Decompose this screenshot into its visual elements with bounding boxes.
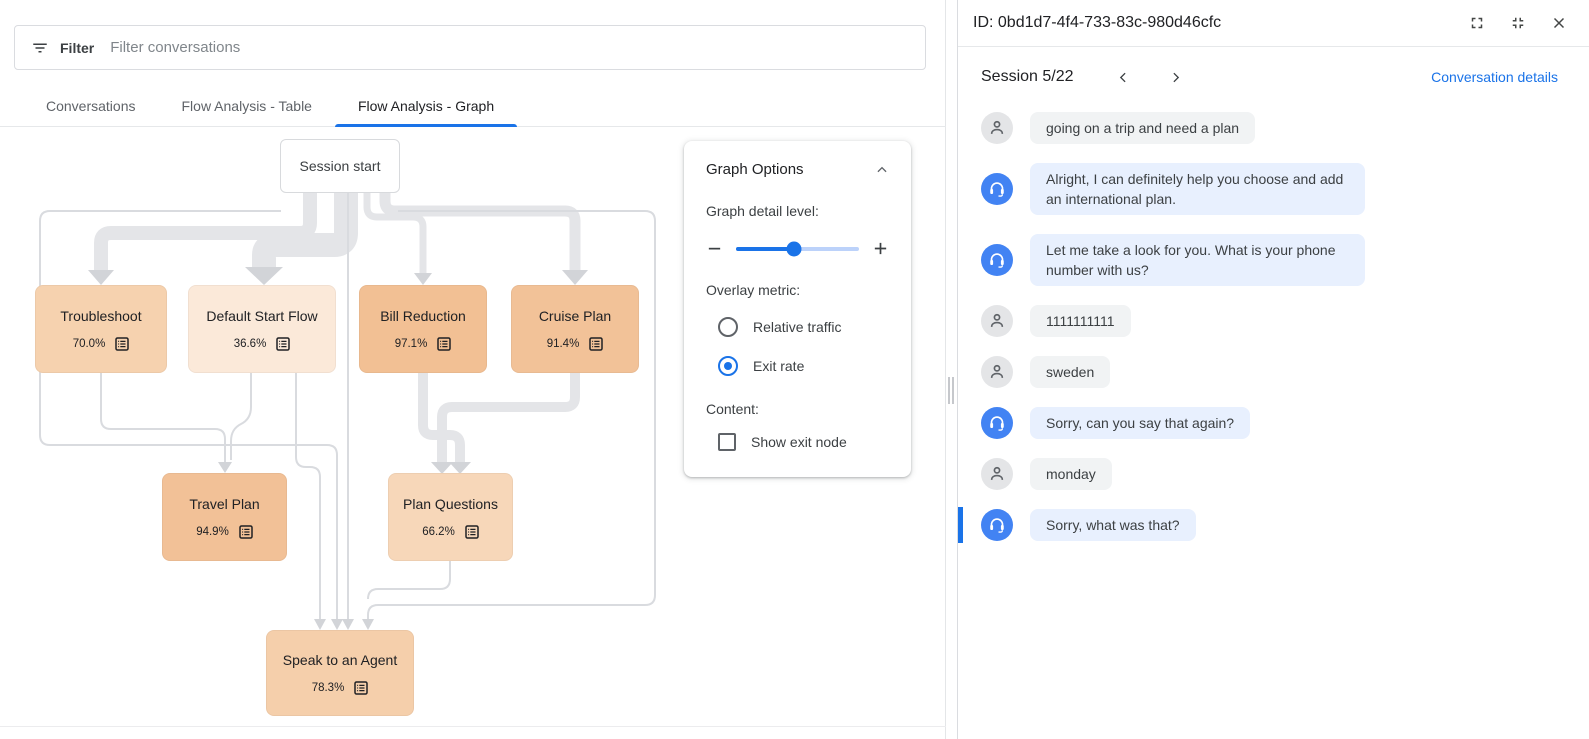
node-details-icon[interactable] bbox=[239, 524, 253, 539]
node-label: Troubleshoot bbox=[60, 307, 142, 324]
node-details-icon[interactable] bbox=[115, 336, 130, 351]
chat-message: Let me take a look for you. What is your… bbox=[981, 234, 1565, 286]
content-label: Content: bbox=[706, 401, 759, 417]
node-label: Travel Plan bbox=[189, 495, 260, 512]
previous-session-icon[interactable] bbox=[1117, 71, 1130, 84]
message-bubble: going on a trip and need a plan bbox=[1030, 112, 1256, 144]
flow-node-bill-reduction[interactable]: Bill Reduction 97.1% bbox=[359, 285, 487, 373]
graph-options-title: Graph Options bbox=[706, 161, 804, 178]
flow-node-troubleshoot[interactable]: Troubleshoot 70.0% bbox=[35, 285, 167, 373]
checkbox-icon[interactable] bbox=[718, 433, 736, 451]
show-exit-node-checkbox[interactable]: Show exit node bbox=[706, 433, 889, 451]
tab-bar: Conversations Flow Analysis - Table Flow… bbox=[0, 86, 946, 127]
next-session-icon[interactable] bbox=[1169, 71, 1182, 84]
flow-graph-canvas: Session start Troubleshoot 70.0% Default S… bbox=[0, 127, 946, 739]
filter-conversations-input[interactable] bbox=[108, 38, 909, 57]
flow-node-cruise-plan[interactable]: Cruise Plan 91.4% bbox=[511, 285, 639, 373]
bot-headset-icon bbox=[981, 244, 1013, 276]
node-exit-rate: 94.9% bbox=[196, 525, 229, 538]
node-exit-rate: 36.6% bbox=[233, 337, 267, 350]
message-bubble: sweden bbox=[1030, 356, 1111, 388]
chat-message: Sorry, can you say that again? bbox=[981, 407, 1565, 439]
graph-detail-label: Graph detail level: bbox=[706, 203, 819, 219]
collapse-chevron-icon[interactable] bbox=[875, 163, 889, 177]
filter-label: Filter bbox=[60, 39, 95, 56]
bot-headset-icon bbox=[981, 509, 1013, 541]
bot-headset-icon bbox=[981, 173, 1013, 205]
message-bubble: Sorry, can you say that again? bbox=[1030, 407, 1251, 439]
filter-bar[interactable]: Filter bbox=[14, 25, 926, 70]
node-exit-rate: 91.4% bbox=[546, 337, 580, 350]
node-exit-rate: 78.3% bbox=[311, 681, 345, 694]
flow-node-session-start[interactable]: Session start bbox=[280, 139, 400, 193]
detail-decrease-button[interactable] bbox=[706, 240, 723, 257]
node-details-icon[interactable] bbox=[437, 336, 452, 351]
flow-node-default-start-flow[interactable]: Default Start Flow 36.6% bbox=[188, 285, 336, 373]
tab-flow-analysis-table[interactable]: Flow Analysis - Table bbox=[181, 98, 312, 114]
node-exit-rate: 70.0% bbox=[72, 337, 106, 350]
message-bubble: Sorry, what was that? bbox=[1030, 509, 1196, 541]
radio-exit-rate[interactable]: Exit rate bbox=[706, 356, 889, 376]
message-bubble: Alright, I can definitely help you choos… bbox=[1030, 163, 1365, 215]
user-person-icon bbox=[981, 356, 1013, 388]
tab-conversations[interactable]: Conversations bbox=[46, 98, 136, 114]
user-person-icon bbox=[981, 458, 1013, 490]
graph-bottom-border bbox=[0, 726, 946, 727]
exit-fullscreen-icon[interactable] bbox=[1509, 14, 1527, 32]
message-bubble: Let me take a look for you. What is your… bbox=[1030, 234, 1365, 286]
flow-node-plan-questions[interactable]: Plan Questions 66.2% bbox=[388, 473, 513, 561]
detail-panel-header: ID: 0bd1d7-4f4-733-83c-980d46cfc bbox=[958, 0, 1589, 47]
overlay-metric-label: Overlay metric: bbox=[706, 282, 801, 298]
conversation-details-link[interactable]: Conversation details bbox=[1431, 69, 1558, 85]
radio-icon[interactable] bbox=[718, 317, 738, 337]
detail-increase-button[interactable] bbox=[872, 240, 889, 257]
node-details-icon[interactable] bbox=[465, 524, 479, 539]
radio-relative-traffic[interactable]: Relative traffic bbox=[706, 317, 889, 337]
close-icon[interactable] bbox=[1550, 14, 1568, 32]
session-nav-row: Session 5/22 Conversation details bbox=[958, 57, 1589, 97]
graph-options-card: Graph Options Graph detail level: bbox=[684, 141, 911, 477]
flow-graph-edges bbox=[39, 191, 656, 630]
tab-flow-analysis-graph[interactable]: Flow Analysis - Graph bbox=[334, 86, 518, 127]
node-label: Speak to an Agent bbox=[282, 651, 398, 668]
flow-node-speak-to-an-agent[interactable]: Speak to an Agent 78.3% bbox=[266, 630, 414, 716]
chat-message: monday bbox=[981, 458, 1565, 490]
flow-node-travel-plan[interactable]: Travel Plan 94.9% bbox=[162, 473, 287, 561]
node-exit-rate: 97.1% bbox=[394, 337, 428, 350]
filter-icon bbox=[31, 39, 49, 57]
session-counter: Session 5/22 bbox=[981, 68, 1074, 85]
chat-message: going on a trip and need a plan bbox=[981, 112, 1565, 144]
node-label: Bill Reduction bbox=[380, 307, 466, 324]
node-exit-rate: 66.2% bbox=[422, 525, 455, 538]
node-details-icon[interactable] bbox=[354, 680, 369, 695]
node-label: Cruise Plan bbox=[538, 307, 612, 324]
radio-icon[interactable] bbox=[718, 356, 738, 376]
slider-thumb[interactable] bbox=[786, 241, 802, 256]
chat-message: Sorry, what was that? bbox=[958, 507, 1565, 543]
chat-message: Alright, I can definitely help you choos… bbox=[981, 163, 1565, 215]
node-details-icon[interactable] bbox=[589, 336, 604, 351]
detail-slider[interactable] bbox=[736, 241, 859, 256]
bot-headset-icon bbox=[981, 407, 1013, 439]
node-label: Default Start Flow bbox=[206, 307, 318, 324]
conversation-detail-panel: ID: 0bd1d7-4f4-733-83c-980d46cfc Session… bbox=[957, 0, 1589, 739]
user-person-icon bbox=[981, 112, 1013, 144]
fullscreen-icon[interactable] bbox=[1468, 14, 1486, 32]
message-bubble: 1111111111 bbox=[1030, 305, 1131, 337]
chat-message: 1111111111 bbox=[981, 305, 1565, 337]
node-details-icon[interactable] bbox=[276, 336, 291, 351]
slider-fill bbox=[736, 246, 794, 251]
chat-message: sweden bbox=[981, 356, 1565, 388]
node-label: Plan Questions bbox=[403, 495, 498, 512]
message-bubble: monday bbox=[1030, 458, 1112, 490]
panel-resize-handle[interactable] bbox=[948, 377, 954, 404]
user-person-icon bbox=[981, 305, 1013, 337]
flow-analysis-panel: Filter Conversations Flow Analysis - Tab… bbox=[0, 0, 946, 739]
conversation-id-title: ID: 0bd1d7-4f4-733-83c-980d46cfc bbox=[973, 14, 1222, 31]
